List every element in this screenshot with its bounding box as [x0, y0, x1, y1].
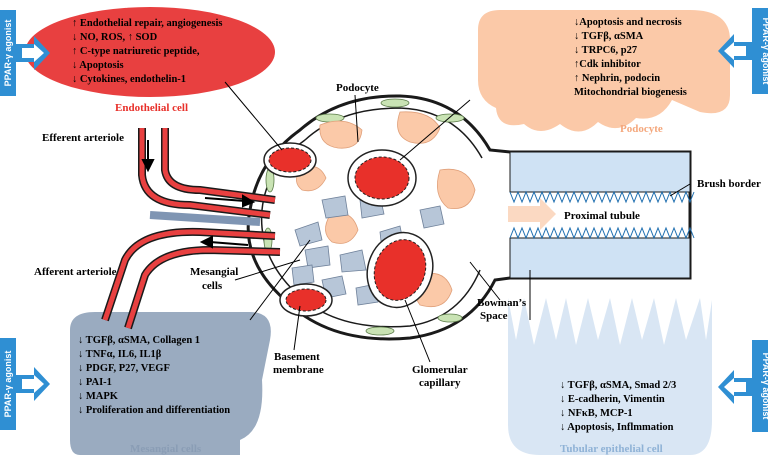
- mesangial-line-1: ↓ TGFβ, αSMA, Collagen 1: [78, 335, 200, 346]
- leader-lines: [224, 81, 691, 363]
- mesangial-bubble: [70, 312, 271, 455]
- proximal-tubule: [508, 151, 695, 279]
- ppar-agonist-tubular: PPAR-γ agonist: [718, 340, 768, 432]
- ppar-agonist-podocyte: PPAR-γ agonist: [718, 8, 768, 94]
- ppar-agonist-mesangial-label: PPAR-γ agonist: [3, 351, 13, 418]
- label-glomerular-2: capillary: [419, 377, 461, 389]
- mesangial-line-2: ↓ TNFα, IL6, IL1β: [78, 349, 162, 360]
- flow-arrows: [141, 140, 256, 249]
- tubular-title: Tubular epithelial cell: [560, 443, 663, 455]
- label-mesangial-2: cells: [202, 280, 223, 292]
- label-basement-1: Basement: [274, 351, 320, 363]
- label-proximal-tubule: Proximal tubule: [564, 210, 640, 222]
- label-bowmans-1: Bowman’s: [477, 297, 527, 309]
- label-bowmans-2: Space: [480, 310, 508, 322]
- label-brush-border: Brush border: [697, 178, 761, 190]
- ppar-agonist-endothelial-label: PPAR-γ agonist: [3, 20, 13, 87]
- label-basement-2: membrane: [273, 364, 324, 376]
- endothelial-line-1: ↑ Endothelial repair, angiogenesis: [72, 18, 223, 29]
- mesangial-line-6: ↓ Proliferation and differentiation: [78, 405, 230, 416]
- tubular-bubble: [508, 298, 712, 455]
- ppar-agonist-tubular-label: PPAR-γ agonist: [761, 353, 768, 420]
- endothelial-line-4: ↓ Apoptosis: [72, 60, 124, 71]
- mesangial-line-5: ↓ MAPK: [78, 391, 119, 402]
- podocyte-line-6: Mitochondrial biogenesis: [574, 87, 687, 98]
- tubular-line-1: ↓ TGFβ, αSMA, Smad 2/3: [560, 380, 676, 391]
- podocyte-bubble: [478, 10, 730, 132]
- label-afferent-arteriole: Afferent arteriole: [34, 266, 117, 278]
- glomerular-capillaries: [263, 142, 434, 317]
- ppar-agonist-mesangial: PPAR-γ agonist: [0, 338, 50, 430]
- mesangial-line-3: ↓ PDGF, P27, VEGF: [78, 363, 170, 374]
- endothelial-line-2: ↓ NO, ROS, ↑ SOD: [72, 32, 158, 43]
- endothelial-bubble: [25, 7, 275, 97]
- ppar-agonist-podocyte-label: PPAR-γ agonist: [761, 18, 768, 85]
- podocyte-line-2: ↓ TGFβ, αSMA: [574, 31, 644, 42]
- tubular-line-2: ↓ E-cadherin, Vimentin: [560, 394, 665, 405]
- podocyte-line-5: ↑ Nephrin, podocin: [574, 73, 660, 84]
- podocyte-line-3: ↓ TRPC6, p27: [574, 45, 637, 56]
- podocyte-line-4: ↑Cdk inhibitor: [574, 59, 641, 70]
- arterioles: [101, 128, 281, 330]
- label-efferent-arteriole: Efferent arteriole: [42, 132, 124, 144]
- label-podocyte: Podocyte: [336, 82, 379, 94]
- label-glomerular-1: Glomerular: [412, 364, 468, 376]
- podocyte-line-1: ↓Apoptosis and necrosis: [574, 17, 682, 28]
- ppar-agonist-endothelial: PPAR-γ agonist: [0, 10, 50, 96]
- mesangial-title: Mesangial cells: [130, 443, 202, 455]
- endothelial-line-5: ↓ Cytokines, endothelin-1: [72, 74, 186, 85]
- label-mesangial-1: Mesangial: [190, 266, 238, 278]
- podocyte-title: Podocyte: [620, 123, 663, 135]
- endothelial-line-3: ↑ C-type natriuretic peptide,: [72, 46, 200, 57]
- tubular-line-4: ↓ Apoptosis, Inflmmation: [560, 422, 674, 433]
- mesangial-line-4: ↓ PAI-1: [78, 377, 112, 388]
- endothelial-title: Endothelial cell: [115, 102, 188, 114]
- tubular-line-3: ↓ NFκB, MCP-1: [560, 408, 633, 419]
